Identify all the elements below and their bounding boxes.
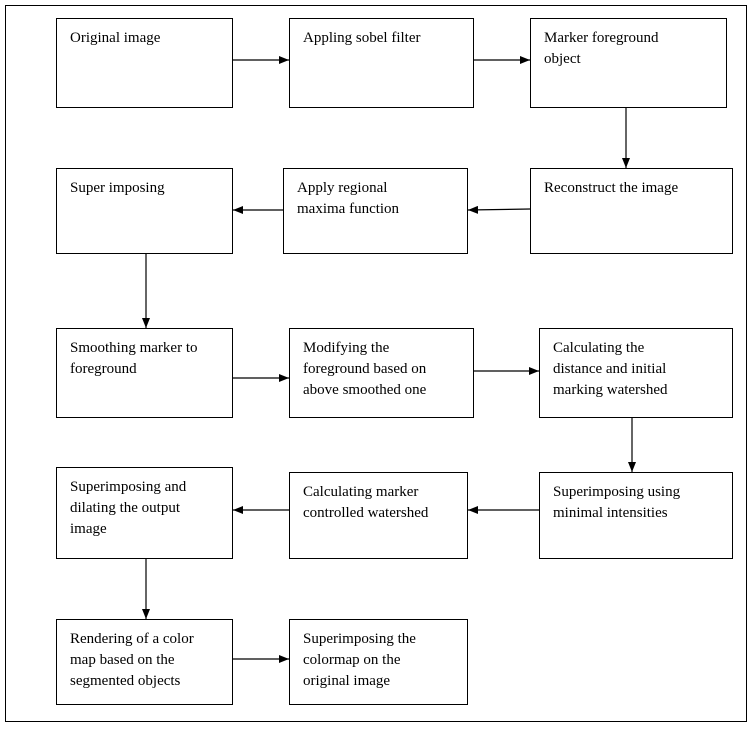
- node-super-imposing: Super imposing: [56, 168, 233, 254]
- diagram-frame: [5, 5, 747, 722]
- node-reconstruct-the-image: Reconstruct the image: [530, 168, 733, 254]
- node-superimposing-dilating: Superimposing and dilating the output im…: [56, 467, 233, 559]
- node-superimposing-minimal: Superimposing using minimal intensities: [539, 472, 733, 559]
- node-marker-foreground-object: Marker foreground object: [530, 18, 727, 108]
- node-calculating-marker-watershed: Calculating marker controlled watershed: [289, 472, 468, 559]
- node-smoothing-marker: Smoothing marker to foreground: [56, 328, 233, 418]
- node-appling-sobel-filter: Appling sobel filter: [289, 18, 474, 108]
- node-apply-regional-maxima: Apply regional maxima function: [283, 168, 468, 254]
- node-calculating-distance: Calculating the distance and initial mar…: [539, 328, 733, 418]
- node-original-image: Original image: [56, 18, 233, 108]
- node-superimposing-colormap: Superimposing the colormap on the origin…: [289, 619, 468, 705]
- node-rendering-colormap: Rendering of a color map based on the se…: [56, 619, 233, 705]
- arrow-reconstruct-to-maxima: [467, 205, 531, 214]
- node-modifying-foreground: Modifying the foreground based on above …: [289, 328, 474, 418]
